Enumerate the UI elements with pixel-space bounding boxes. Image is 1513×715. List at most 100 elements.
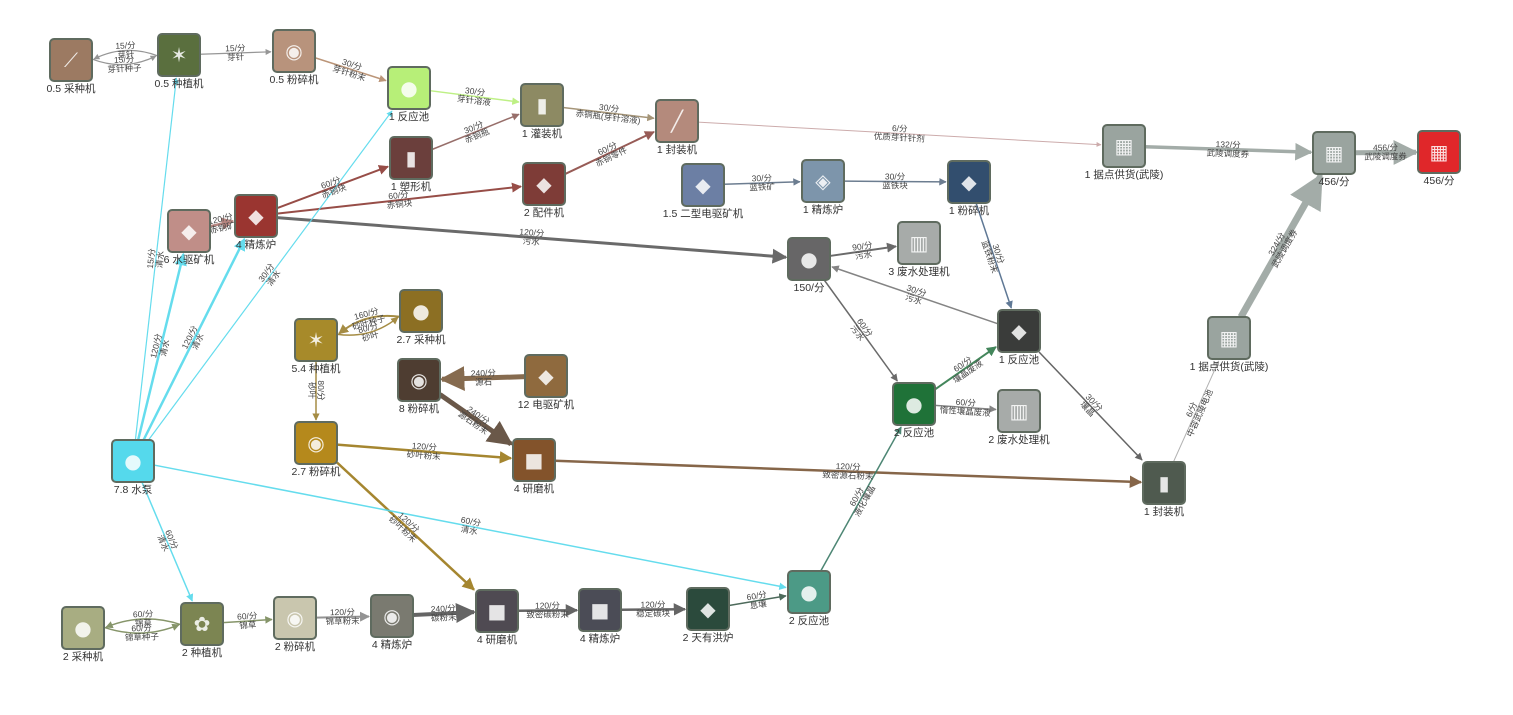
node-box[interactable] [397,358,441,402]
node-box[interactable] [997,309,1041,353]
node-box[interactable] [947,160,991,204]
edge-n21-to-n20 [338,314,401,335]
node-n10[interactable]: ◈1 精炼炉 [801,159,845,216]
edge-label: 60/分污水 [848,316,875,343]
node-n37[interactable]: ◆2 天有洪炉 [683,587,734,644]
edge-label: 120/分污水 [519,226,545,247]
node-box[interactable] [892,382,936,426]
node-box[interactable] [272,29,316,73]
node-box[interactable] [655,99,699,143]
node-box[interactable] [294,421,338,465]
node-n30[interactable]: ●7.8 水泵 [111,439,155,496]
node-box[interactable] [294,318,338,362]
edge-rate: 15/分 [114,54,135,65]
node-box[interactable] [512,438,556,482]
node-box[interactable] [1312,131,1356,175]
node-box[interactable] [578,588,622,632]
node-n18[interactable]: ▥3 废水处理机 [888,221,950,278]
node-n2[interactable]: ✶0.5 种植机 [154,33,204,90]
node-n31[interactable]: ●2 采种机 [61,606,105,663]
node-n22[interactable]: ◉8 粉碎机 [397,358,441,415]
node-n16[interactable]: ◆4 精炼炉 [234,194,278,251]
node-box[interactable] [61,606,105,650]
edge-n5-to-n6 [562,106,655,122]
node-box[interactable] [801,159,845,203]
teal-drop-icon: ● [800,580,817,604]
node-box[interactable] [157,33,201,77]
edge-n30-to-n32 [141,481,194,602]
node-box[interactable] [273,596,317,640]
plant-icon: ✶ [171,43,188,67]
node-n26[interactable]: ●2 反应池 [892,382,936,439]
node-box[interactable] [234,194,278,238]
supply-crate-red-icon: ▦ [1430,140,1449,164]
node-box[interactable] [787,570,831,614]
node-label: 1 反应池 [999,353,1040,366]
node-box[interactable] [399,289,443,333]
node-box[interactable] [111,439,155,483]
node-box[interactable] [1142,461,1186,505]
node-box[interactable] [787,237,831,281]
node-box[interactable] [475,589,519,633]
node-n35[interactable]: ■4 研磨机 [475,589,519,646]
node-n8[interactable]: ◆2 配件机 [522,162,566,219]
node-n13[interactable]: ▦456/分 [1312,131,1356,188]
node-box[interactable] [1417,130,1461,174]
node-box[interactable] [167,209,211,253]
node-box[interactable] [686,587,730,631]
node-box[interactable] [49,38,93,82]
node-n24[interactable]: ◉2.7 粉碎机 [291,421,341,478]
edge-n2-to-n3 [199,48,272,55]
node-box[interactable] [897,221,941,265]
green-reactor-icon: ● [905,392,922,416]
node-n6[interactable]: ╱1 封装机 [655,99,699,156]
water-pump-icon: ● [124,449,141,473]
node-n9[interactable]: ◆1.5 二型电驱矿机 [663,163,744,220]
node-n12[interactable]: ▦1 据点供货(武陵) [1085,124,1164,181]
node-n25[interactable]: ■4 研磨机 [512,438,556,495]
node-label: 1 灌装机 [522,127,563,140]
node-box[interactable] [1207,316,1251,360]
node-n34[interactable]: ◉4 精炼炉 [370,594,414,651]
node-box[interactable] [180,602,224,646]
node-box[interactable] [522,162,566,206]
node-n21[interactable]: ●2.7 采种机 [396,289,446,346]
node-n23[interactable]: ◆12 电驱矿机 [518,354,575,411]
node-n19[interactable]: ◆1 反应池 [997,309,1041,366]
node-n7[interactable]: ▮1 塑形机 [389,136,433,193]
node-n27[interactable]: ▥2 废水处理机 [988,389,1050,446]
node-n28[interactable]: ▮1 封装机 [1142,461,1186,518]
edge-item: 芽针溶液 [456,93,491,107]
node-box[interactable] [524,354,568,398]
node-n32[interactable]: ✿2 种植机 [180,602,224,659]
node-label: 1 封装机 [1144,505,1185,518]
node-n1[interactable]: ⟋0.5 采种机 [46,38,96,95]
node-box[interactable] [681,163,725,207]
node-n38[interactable]: ●2 反应池 [787,570,831,627]
node-box[interactable] [1102,124,1146,168]
node-n5[interactable]: ▮1 灌装机 [520,83,564,140]
node-box[interactable] [387,66,431,110]
node-n11[interactable]: ◆1 粉碎机 [947,160,991,217]
node-label: 12 电驱矿机 [518,398,575,411]
node-n17[interactable]: ●150/分 [787,237,831,294]
node-n3[interactable]: ◉0.5 粉碎机 [269,29,319,86]
node-box[interactable] [520,83,564,127]
edge-n15-to-n16 [209,217,235,230]
node-n15[interactable]: ◆6 水驱矿机 [164,209,215,266]
edge-n30-to-n16 [142,237,246,441]
node-n14[interactable]: ▦456/分 [1417,130,1461,187]
node-box[interactable] [389,136,433,180]
node-n4[interactable]: ●1 反应池 [387,66,431,123]
node-label: 1 精炼炉 [803,203,843,216]
node-box[interactable] [997,389,1041,433]
node-n20[interactable]: ✶5.4 种植机 [291,318,341,375]
node-box[interactable] [370,594,414,638]
node-n33[interactable]: ◉2 粉碎机 [273,596,317,653]
node-n29[interactable]: ▦1 据点供货(武陵) [1190,316,1269,373]
node-n36[interactable]: ■4 精炼炉 [578,588,622,645]
node-label: 4 精炼炉 [580,632,620,645]
edge-n19-to-n17 [831,265,999,325]
